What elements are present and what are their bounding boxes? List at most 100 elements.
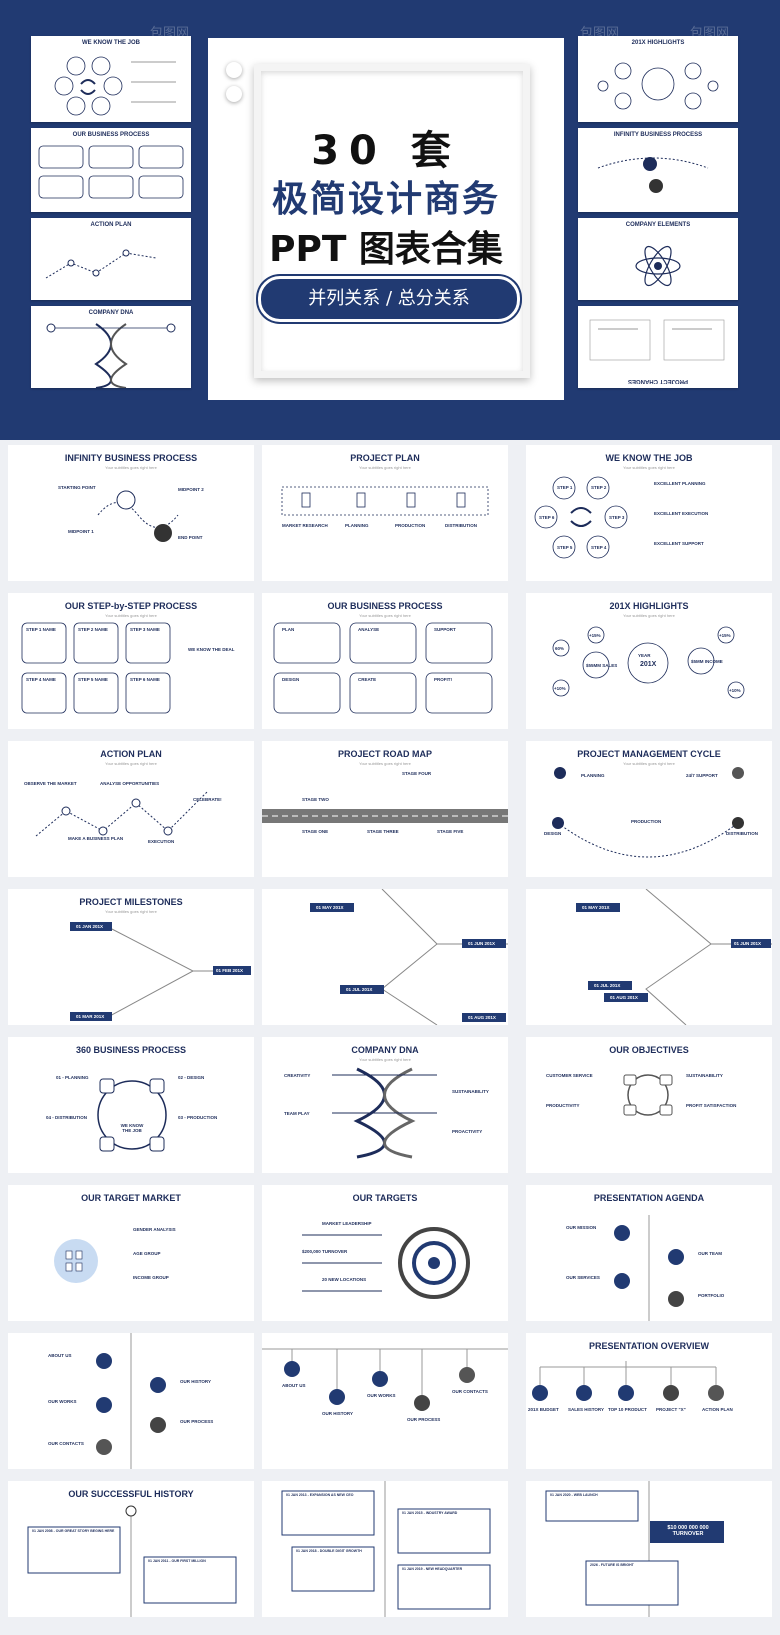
slide-subtitle: Your subtitles goes right here (623, 613, 675, 618)
thumb-title: OUR BUSINESS PROCESS (72, 132, 150, 138)
hero-thumb: 201X HIGHLIGHTS (578, 36, 738, 122)
slide-label: 01 JAN 2011 - OUR FIRST MILLION (148, 1559, 206, 1563)
slide-label: AGE GROUP (133, 1251, 161, 1256)
steps-diagram (21, 622, 171, 714)
thumb-title: INFINITY BUSINESS PROCESS (613, 132, 703, 138)
slide-label: 01 JUN 201X (734, 941, 762, 946)
slide-label: 2026 - FUTURE IS BRIGHT (590, 1563, 634, 1567)
plan-diagram (281, 486, 489, 516)
slide-label: STEP 5 NAME (78, 677, 108, 682)
slide-label: ANALYSE OPPORTUNITIES (100, 781, 160, 786)
slide-thumbnail: PROJECT MILESTONES Your subtitles goes r… (8, 889, 254, 1025)
slide-label: 01 JAN 2019 - NEW HEADQUARTER (402, 1567, 463, 1571)
dna-diagram (332, 1067, 437, 1159)
slide-title: COMPANY DNA (351, 1045, 419, 1055)
slide-thumbnail: 01 JAN 2020 - WEB LAUNCH $10 000 000 000… (526, 1481, 772, 1617)
thumb-title: 201X HIGHLIGHTS (631, 40, 685, 46)
slide-label: DISTRIBUTION (445, 523, 477, 528)
slide-label: 04 - DISTRIBUTION (46, 1115, 88, 1120)
slide-thumbnail: OUR STEP-by-STEP PROCESS Your subtitles … (8, 593, 254, 729)
slide-subtitle: Your subtitles goes right here (105, 613, 157, 618)
roadmap-diagram (262, 809, 508, 823)
slide-label: ACTION PLAN (702, 1407, 733, 1412)
target-market-diagram (54, 1239, 98, 1283)
slide-label: OUR PROCESS (407, 1417, 441, 1422)
slide-label: 201X (640, 661, 657, 668)
slide-thumbnail: PRESENTATION AGENDA OUR MISSION OUR TEAM… (526, 1185, 772, 1321)
thumb-diagram (45, 249, 157, 279)
decorative-frame (254, 64, 530, 378)
slide-label: PLANNING (581, 773, 605, 778)
slide-thumbnail: ABOUT US OUR HISTORY OUR WORKS OUR PROCE… (8, 1333, 254, 1469)
slide-title: ACTION PLAN (100, 749, 162, 759)
slide-thumbnail: 201X HIGHLIGHTS Your subtitles goes righ… (526, 593, 772, 729)
slide-thumbnail: ABOUT US OUR HISTORY OUR WORKS OUR PROCE… (262, 1333, 508, 1469)
hero-thumb: COMPANY DNA (31, 306, 191, 388)
hero-banner: 包图网 包图网 包图网 WE KNOW THE JOB OUR BUSINESS… (0, 0, 780, 440)
slide-label: EXCELLENT PLANNING (654, 481, 706, 486)
slide-title: PROJECT ROAD MAP (337, 749, 432, 759)
slide-thumbnail: 360 BUSINESS PROCESS 01 - PLANNING 02 - … (8, 1037, 254, 1173)
cover-subtitle: PPT 图表合集 (269, 229, 503, 270)
slide-label: PORTFOLIO (698, 1293, 725, 1298)
slide-subtitle: Your subtitles goes right here (623, 761, 675, 766)
slide-thumbnail: WE KNOW THE JOB Your subtitles goes righ… (526, 445, 772, 581)
hero-thumb: PROJECT CHANGES (578, 306, 738, 388)
slide-thumbnail: OUR SUCCESSFUL HISTORY 01 JAN 2008 - OUR… (8, 1481, 254, 1617)
slide-subtitle: Your subtitles goes right here (359, 761, 411, 766)
slide-thumbnail: PROJECT PLAN Your subtitles goes right h… (262, 445, 508, 581)
slide-title: OUR OBJECTIVES (609, 1045, 689, 1055)
slide-label: CELEBRATE! (193, 797, 222, 802)
slide-label: 01 AUG 201X (610, 995, 638, 1000)
slide-label: EXCELLENT EXECUTION (654, 511, 709, 516)
slide-thumbnail: OUR BUSINESS PROCESS Your subtitles goes… (262, 593, 508, 729)
hero-thumb: WE KNOW THE JOB (31, 36, 191, 122)
cycle-diagram (534, 476, 628, 559)
slide-label: 01 MAY 201X (316, 905, 344, 910)
slide-label: ABOUT US (48, 1353, 72, 1358)
slide-label: 01 MAR 201X (76, 1014, 105, 1019)
thumb-diagram (597, 157, 709, 193)
slide-thumbnail: PROJECT ROAD MAP Your subtitles goes rig… (262, 741, 508, 877)
slide-title: OUR SUCCESSFUL HISTORY (68, 1489, 194, 1499)
slide-label: PRODUCTION (631, 819, 662, 824)
slide-label: MARKET RESEARCH (282, 523, 328, 528)
action-plan-diagram (35, 790, 209, 837)
slide-label: 01 JAN 2015 - INDUSTRY AWARD (402, 1511, 458, 1515)
slide-thumbnail: 01 MAY 201X 01 JUN 201X 01 JUL 201X 01 A… (526, 889, 772, 1025)
cover-card: 30 套 极简设计商务 PPT 图表合集 并列关系 / 总分关系 (208, 38, 564, 400)
slide-label: STEP 5 (557, 545, 573, 550)
slide-label: +10% (729, 688, 741, 693)
decorative-dot (226, 62, 242, 78)
slide-label: STAGE TWO (302, 797, 329, 802)
agenda-diagram (614, 1215, 684, 1321)
slide-subtitle: Your subtitles goes right here (623, 465, 675, 470)
slide-label: CREATIVITY (284, 1073, 311, 1078)
slide-title: PRESENTATION OVERVIEW (588, 1341, 709, 1351)
slide-label: 01 AUG 201X (468, 1015, 496, 1020)
slide-thumbnail: INFINITY BUSINESS PROCESS Your subtitles… (8, 445, 254, 581)
slide-title: OUR TARGETS (352, 1193, 418, 1203)
slide-label: MAKE A BUSINESS PLAN (68, 836, 124, 841)
slide-label: OUR HISTORY (180, 1379, 212, 1384)
hero-thumb: OUR BUSINESS PROCESS (31, 128, 191, 212)
slide-label: STEP 4 (591, 545, 607, 550)
slide-label: PLAN (282, 627, 295, 632)
slide-label: INCOME GROUP (133, 1275, 169, 1280)
highlights-diagram (552, 626, 745, 699)
hero-thumb: ACTION PLAN (31, 218, 191, 300)
slide-label: STEP 1 NAME (26, 627, 56, 632)
slide-subtitle: Your subtitles goes right here (105, 465, 157, 470)
slide-subtitle: Your subtitles goes right here (359, 465, 411, 470)
slide-label: $10 000 000 000 TURNOVER (667, 1525, 709, 1537)
process-diagram (273, 622, 493, 714)
slide-label: OUR CONTACTS (452, 1389, 488, 1394)
slide-label: STAGE FOUR (402, 771, 432, 776)
cover-badge: 并列关系 / 总分关系 (258, 276, 520, 322)
thumb-diagram (38, 145, 184, 199)
thumb-title: ACTION PLAN (90, 222, 132, 228)
slide-thumbnail: 01 MAY 201X 01 JUN 201X 01 JUL 201X 01 A… (262, 889, 508, 1025)
slide-label: ANALYSE (358, 627, 380, 632)
slide-label: 201X BUDGET (528, 1407, 559, 1412)
slide-label: EXECUTION (148, 839, 175, 844)
